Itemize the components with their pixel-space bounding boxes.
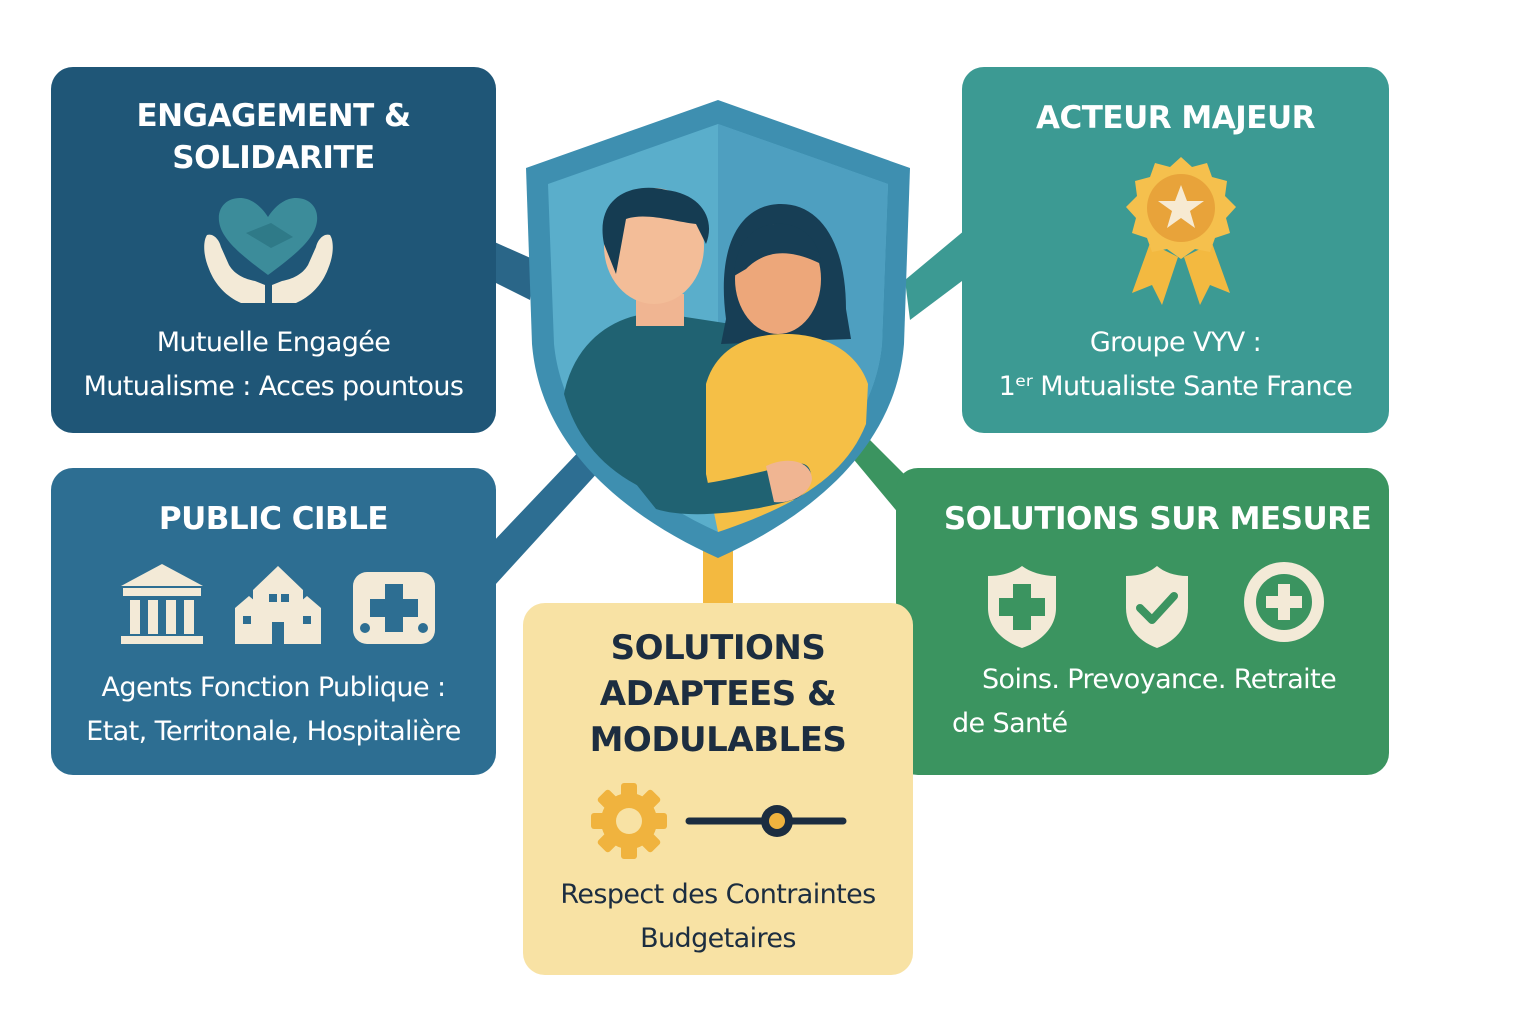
gear-icon xyxy=(589,781,669,865)
shield-check-icon xyxy=(1122,562,1192,656)
card-engagement-text-line2: Mutualisme : Acces pountous xyxy=(83,371,464,402)
card-solutions-text: Soins. Prevoyance. Retraite de Santé xyxy=(952,658,1369,746)
card-public-title: PUBLIC CIBLE xyxy=(158,501,389,537)
circle-plus-icon xyxy=(1242,560,1326,648)
card-adaptees-title: SOLUTIONS ADAPTEES & MODULABLES xyxy=(523,625,913,763)
card-solutions-text-line1: Soins. Prevoyance. Retraite xyxy=(982,664,1337,695)
card-acteur-text-line2: 1ᵉʳ Mutualiste Sante France xyxy=(998,371,1353,402)
card-public: PUBLIC CIBLE xyxy=(51,468,496,775)
card-acteur-title: ACTEUR MAJEUR xyxy=(1036,100,1316,136)
card-adaptees: SOLUTIONS ADAPTEES & MODULABLES xyxy=(523,603,913,975)
card-adaptees-text-line2: Budgetaires xyxy=(640,923,796,954)
card-engagement-title: ENGAGEMENT & SOLIDARITE xyxy=(51,95,496,179)
card-acteur-text: Groupe VYV : 1ᵉʳ Mutualiste Sante France xyxy=(962,321,1389,409)
card-public-text-line2: Etat, Territonale, Hospitalière xyxy=(86,716,461,747)
card-engagement-title-line1: ENGAGEMENT & xyxy=(136,98,411,134)
connector-public xyxy=(490,445,600,585)
shield-family-icon xyxy=(526,100,910,558)
hands-heart-icon xyxy=(201,193,336,309)
central-shield xyxy=(516,94,920,568)
card-engagement-text-line1: Mutuelle Engagée xyxy=(156,327,391,358)
card-acteur: ACTEUR MAJEUR Groupe VYV : 1ᵉʳ Mutualist… xyxy=(962,67,1389,433)
card-public-text: Agents Fonction Publique : Etat, Territo… xyxy=(51,666,496,754)
card-solutions: SOLUTIONS SUR MESURE Soins. Prevoyance. … xyxy=(896,468,1389,775)
card-engagement-text: Mutuelle Engagée Mutualisme : Acces poun… xyxy=(51,321,496,409)
card-adaptees-title-line1: SOLUTIONS xyxy=(610,628,826,668)
card-adaptees-text-line1: Respect des Contraintes xyxy=(560,879,876,910)
card-engagement: ENGAGEMENT & SOLIDARITE Mutuelle Engagée… xyxy=(51,67,496,433)
card-solutions-title: SOLUTIONS SUR MESURE xyxy=(943,501,1372,537)
connector-engagement xyxy=(490,240,535,300)
card-adaptees-title-line3: MODULABLES xyxy=(589,720,847,760)
town-houses-icon xyxy=(233,560,323,652)
card-engagement-title-line2: SOLIDARITE xyxy=(172,140,375,176)
card-adaptees-title-line2: ADAPTEES & xyxy=(599,674,837,714)
card-adaptees-text: Respect des Contraintes Budgetaires xyxy=(523,873,913,961)
award-rosette-icon xyxy=(1120,153,1242,315)
card-acteur-text-line1: Groupe VYV : xyxy=(1089,327,1262,358)
card-public-text-line1: Agents Fonction Publique : xyxy=(101,672,447,703)
government-building-icon xyxy=(117,560,207,652)
hospital-icon xyxy=(349,562,439,652)
slider-icon xyxy=(683,799,849,847)
connector-acteur xyxy=(905,230,970,320)
card-solutions-text-line2: de Santé xyxy=(952,708,1068,739)
shield-plus-icon xyxy=(982,562,1062,656)
